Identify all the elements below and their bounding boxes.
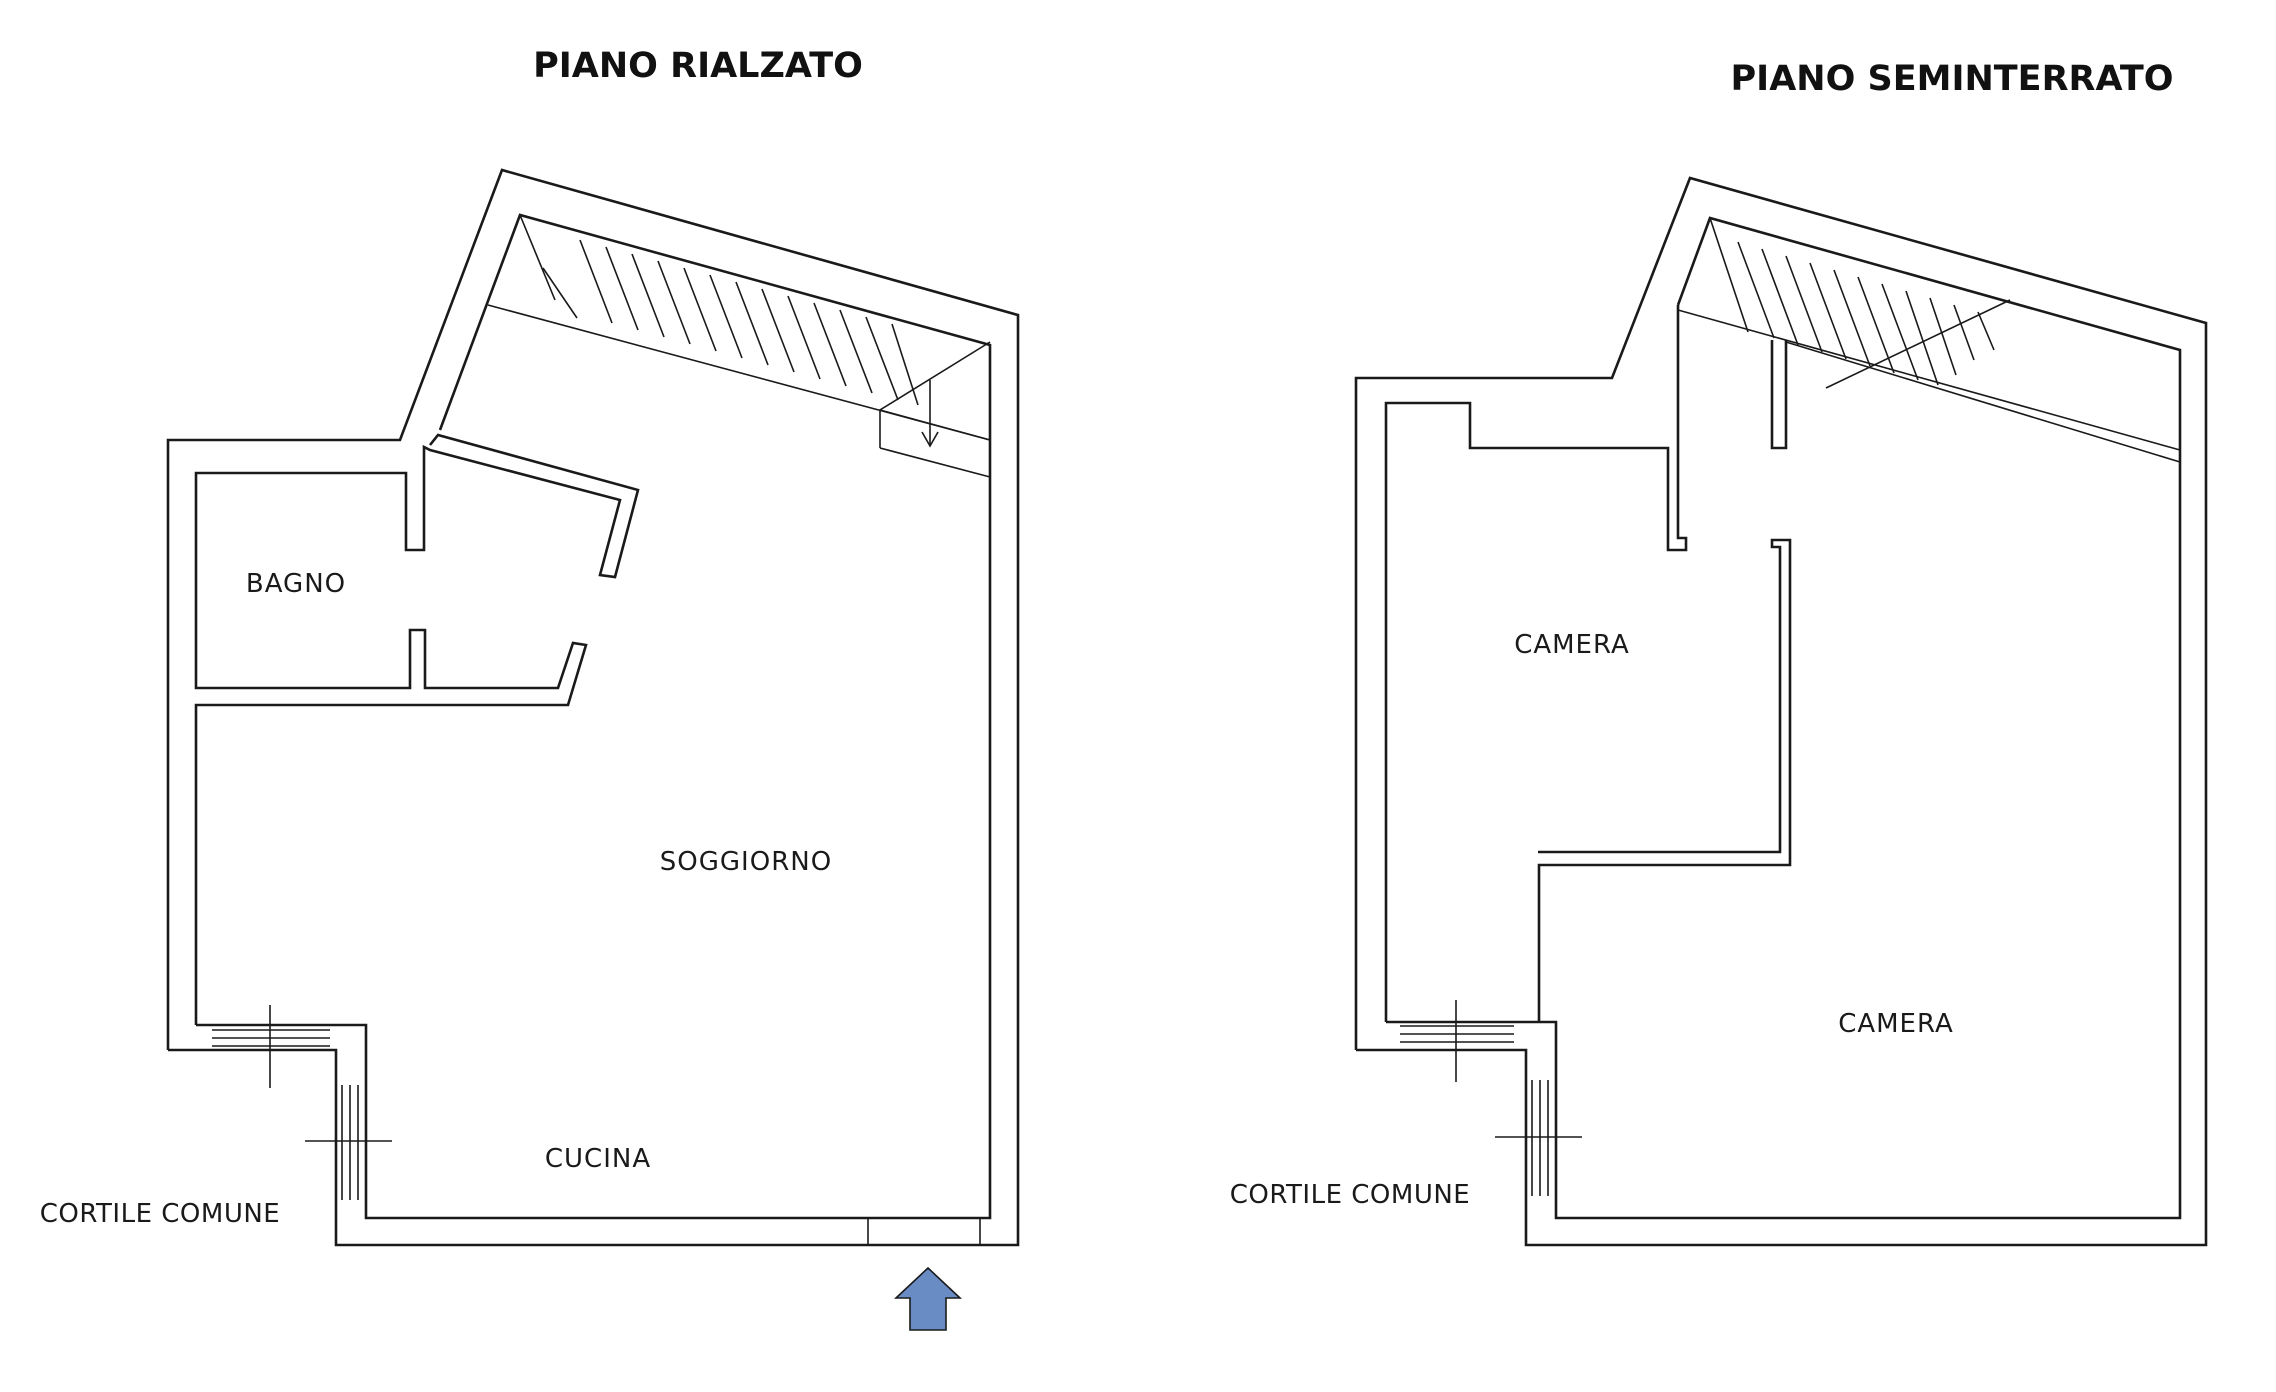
basement-courtyard-door <box>1495 1080 1582 1196</box>
basement-window-west <box>1400 1000 1514 1082</box>
courtyard-label-basement: CORTILE COMUNE <box>1230 1180 1470 1210</box>
room-label-kitchen: CUCINA <box>545 1144 651 1174</box>
courtyard-label-ground: CORTILE COMUNE <box>40 1199 280 1229</box>
ground-floor-inner-wall <box>194 433 640 1025</box>
up-arrow-icon <box>893 1266 963 1331</box>
basement-outer-wall <box>1354 176 2208 1247</box>
ground-floor-staircase <box>487 214 991 478</box>
ground-floor-inner-wall-east <box>196 213 992 1220</box>
ground-floor-window-west <box>212 1005 330 1088</box>
basement-title: PIANO SEMINTERRATO <box>1731 59 2174 99</box>
basement-inner-wall-stair <box>1386 216 2182 1220</box>
basement-plan: PIANO SEMINTERRATO <box>1230 59 2208 1247</box>
ground-floor-courtyard-door <box>305 1085 392 1200</box>
basement-inner-wall-west <box>1384 305 1688 1022</box>
room-label-living-room: SOGGIORNO <box>660 847 832 877</box>
ground-floor-plan: PIANO RIALZATO <box>40 46 1020 1331</box>
ground-floor-outer-wall <box>166 168 1020 1247</box>
room-label-bathroom: BAGNO <box>246 569 346 599</box>
ground-floor-title: PIANO RIALZATO <box>533 46 863 86</box>
room-label-bedroom-2: CAMERA <box>1838 1009 1954 1039</box>
basement-inner-wall-partition <box>1537 538 1792 1022</box>
room-label-bedroom-1: CAMERA <box>1514 630 1630 660</box>
basement-staircase <box>1677 217 2181 463</box>
